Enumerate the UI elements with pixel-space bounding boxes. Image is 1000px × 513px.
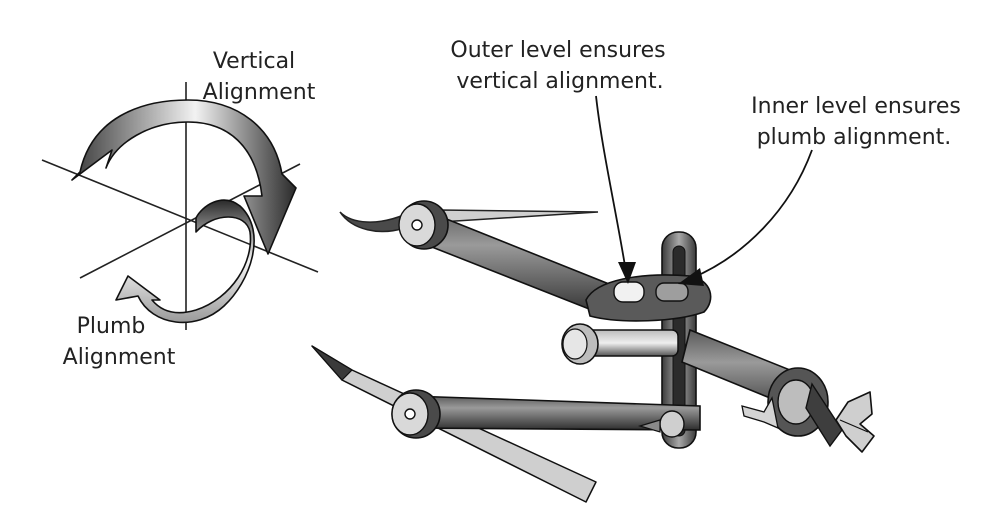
inner-level-callout: Inner level ensures	[751, 94, 961, 119]
vertical-rotation-arrow-icon	[71, 99, 297, 255]
lower-set-screw	[637, 410, 685, 438]
upper-scriber-point	[439, 209, 599, 223]
plumb-alignment-label: Alignment	[63, 345, 176, 370]
inner-level-vial	[655, 282, 689, 302]
right-clamp	[767, 367, 843, 448]
wing-nut	[835, 391, 875, 453]
outer-level-vial	[613, 281, 645, 303]
level-housing	[585, 274, 712, 322]
inner-level-callout: plumb alignment.	[757, 125, 952, 150]
inner-level-leader-arrow	[678, 149, 813, 286]
small-wing-screw	[741, 396, 779, 430]
lower-pivot-knob	[391, 389, 441, 439]
outer-level-leader-arrow	[595, 95, 636, 284]
plumb-rotation-arrow-icon	[115, 199, 255, 324]
upper-pivot-knob	[398, 200, 449, 250]
vertical-alignment-label: Vertical	[213, 49, 295, 74]
vertical-alignment-label: Alignment	[203, 80, 316, 105]
plumb-alignment-label: Plumb	[77, 314, 146, 339]
horizontal-axis-line	[41, 159, 319, 273]
upper-hook-scriber	[339, 211, 407, 233]
trammel-point-tool	[311, 200, 875, 503]
outer-level-callout: vertical alignment.	[456, 69, 663, 94]
alignment-axes-icon	[41, 82, 319, 330]
outer-level-callout: Outer level ensures	[450, 38, 665, 63]
adjustment-rod	[561, 323, 679, 365]
